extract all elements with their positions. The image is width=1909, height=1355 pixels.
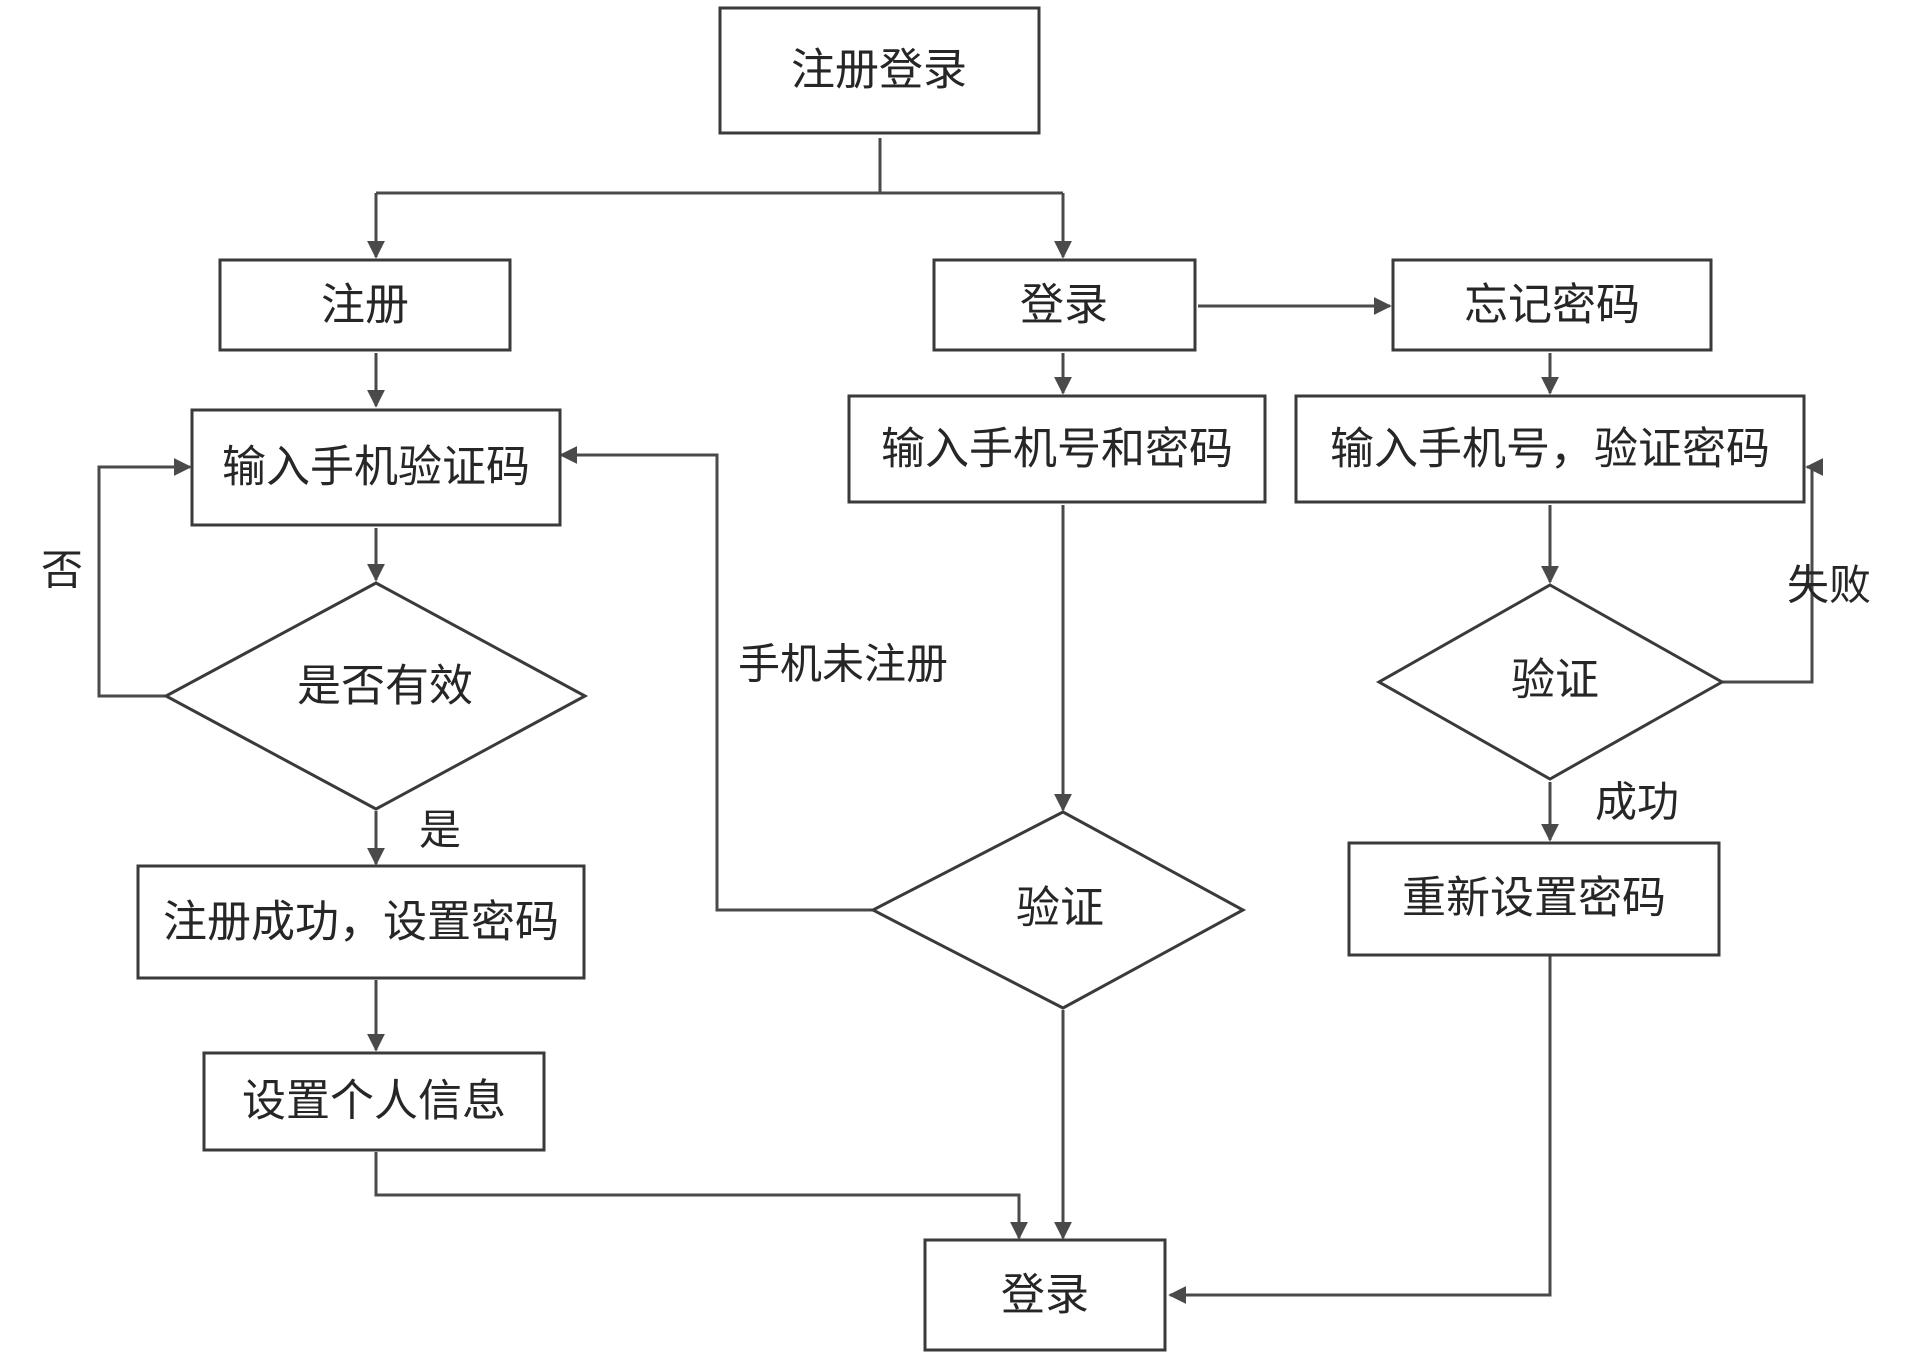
edge-label-unregistered: 手机未注册 (738, 640, 948, 689)
edge-unregistered-loop (559, 446, 873, 912)
node-login-label: 登录 (1020, 280, 1108, 331)
node-register-label: 注册 (321, 280, 409, 331)
node-is-valid-label: 是否有效 (297, 661, 473, 712)
node-input-phone-pwd-label: 输入手机号和密码 (881, 424, 1233, 475)
node-verify-login: 验证 (869, 810, 1247, 1010)
node-input-phone-verify-label: 输入手机号，验证密码 (1330, 424, 1770, 475)
node-input-code-label: 输入手机验证码 (222, 442, 530, 493)
node-input-phone-pwd: 输入手机号和密码 (847, 394, 1267, 504)
node-register: 注册 (218, 258, 512, 352)
node-verify-forgot-label: 验证 (1511, 655, 1599, 706)
node-verify-login-label: 验证 (1016, 883, 1104, 934)
node-personal-info: 设置个人信息 (202, 1051, 546, 1152)
node-personal-info-label: 设置个人信息 (242, 1076, 506, 1127)
node-verify-forgot: 验证 (1375, 583, 1726, 781)
node-register-success-label: 注册成功，设置密码 (163, 897, 559, 948)
node-input-code: 输入手机验证码 (190, 408, 562, 527)
connectors (97, 138, 1824, 1304)
edge-label-success: 成功 (1595, 778, 1679, 827)
edge-invalid-loop (97, 458, 192, 698)
node-reset-pwd-label: 重新设置密码 (1402, 873, 1666, 924)
node-reset-pwd: 重新设置密码 (1347, 841, 1721, 957)
node-is-valid: 是否有效 (162, 581, 589, 811)
node-forgot-label: 忘记密码 (1464, 280, 1640, 331)
edge-reset-final (1168, 955, 1552, 1304)
edge-label-no: 否 (41, 546, 83, 595)
node-start-label: 注册登录 (791, 45, 967, 96)
edge-fail-loop (1722, 458, 1824, 684)
node-register-success: 注册成功，设置密码 (136, 864, 586, 980)
node-start: 注册登录 (718, 6, 1041, 135)
edge-info-final (374, 1152, 1028, 1240)
node-input-phone-verify: 输入手机号，验证密码 (1294, 394, 1806, 504)
edge-label-fail: 失败 (1787, 561, 1871, 610)
node-forgot: 忘记密码 (1391, 258, 1713, 352)
node-login: 登录 (932, 258, 1197, 352)
node-final-login: 登录 (923, 1238, 1167, 1352)
node-final-login-label: 登录 (1001, 1270, 1089, 1321)
edge-label-yes: 是 (419, 806, 461, 855)
